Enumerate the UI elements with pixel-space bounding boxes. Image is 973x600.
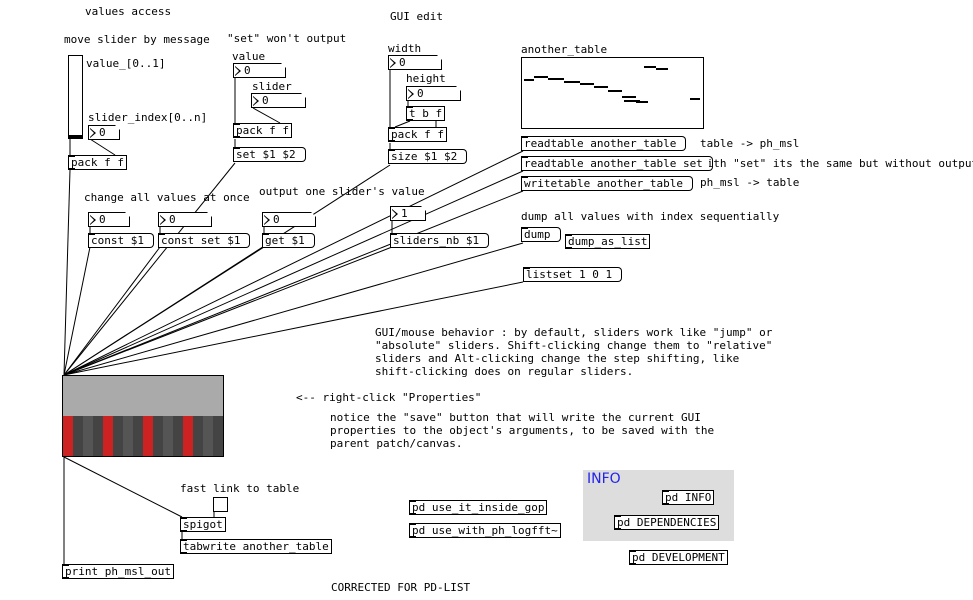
number-sliders-nb[interactable]: 1 — [390, 206, 426, 221]
comment-change-all: change all values at once — [84, 191, 250, 204]
message-readtable-set[interactable]: readtable another_table set — [521, 156, 713, 171]
multislider-bar[interactable] — [203, 416, 213, 456]
comment-values-access: values access — [85, 5, 172, 18]
number-width[interactable]: 0 — [388, 55, 442, 70]
comment-notice-3: parent patch/canvas. — [330, 437, 463, 450]
comment-table-to-msl: table -> ph_msl — [700, 137, 800, 150]
multislider-bar[interactable] — [83, 416, 93, 456]
object-t-b-f[interactable]: t b f — [406, 106, 446, 121]
message-listset[interactable]: listset 1 0 1 — [523, 267, 623, 282]
message-dump[interactable]: dump — [521, 227, 560, 242]
object-spigot[interactable]: spigot — [180, 517, 226, 532]
number-const[interactable]: 0 — [88, 212, 130, 227]
comment-slider-index: slider_index[0..n] — [88, 111, 208, 124]
slider-knob[interactable] — [69, 135, 82, 138]
comment-gui-mouse-1: GUI/mouse behavior : by default, sliders… — [375, 326, 773, 339]
multislider-bar[interactable] — [123, 416, 133, 456]
multislider-bar[interactable] — [193, 416, 203, 456]
number-slider-index[interactable]: 0 — [88, 125, 120, 140]
message-get[interactable]: get $1 — [262, 233, 315, 248]
multislider-bar[interactable] — [93, 416, 103, 456]
comment-width: width — [388, 42, 422, 55]
multislider-bar[interactable] — [143, 416, 153, 456]
number-slider[interactable]: 0 — [251, 93, 306, 108]
message-writetable[interactable]: writetable another_table — [521, 176, 693, 191]
info-title: INFO — [587, 471, 621, 487]
object-pd-dependencies[interactable]: pd DEPENDENCIES — [614, 515, 720, 530]
comment-msl-to-table: ph_msl -> table — [700, 176, 800, 189]
comment-another-table: another_table — [521, 43, 608, 56]
message-readtable[interactable]: readtable another_table — [521, 136, 687, 151]
multislider-bar[interactable] — [63, 416, 73, 456]
comment-gui-mouse-3: sliders and Alt-clicking change the step… — [375, 352, 740, 365]
multislider-bar[interactable] — [133, 416, 143, 456]
comment-move-slider: move slider by message — [64, 33, 210, 46]
multislider-bar[interactable] — [213, 416, 223, 456]
array-plot — [524, 66, 700, 103]
number-const-set[interactable]: 0 — [158, 212, 212, 227]
multislider-bar[interactable] — [183, 416, 193, 456]
comment-output-one: output one slider's value — [259, 185, 425, 198]
comment-height: height — [406, 72, 446, 85]
message-set[interactable]: set $1 $2 — [233, 147, 306, 162]
comment-value: value — [232, 50, 266, 63]
comment-dump-all: dump all values with index sequentially — [521, 210, 780, 223]
message-const[interactable]: const $1 — [88, 233, 154, 248]
object-dump-as-list[interactable]: dump_as_list — [565, 234, 651, 249]
comment-set-wont-output: "set" won't output — [227, 32, 347, 45]
message-sliders-nb[interactable]: sliders_nb $1 — [390, 233, 490, 248]
comment-gui-edit: GUI edit — [390, 10, 443, 23]
comment-corrected: CORRECTED FOR PD-LIST — [331, 581, 471, 594]
object-pd-use-it-inside-gop[interactable]: pd use_it_inside_gop — [409, 500, 548, 515]
comment-gui-mouse-2: "absolute" sliders. Shift-clicking chang… — [375, 339, 773, 352]
multislider-bar[interactable] — [73, 416, 83, 456]
multislider-bar[interactable] — [173, 416, 183, 456]
toggle-fast-link[interactable] — [213, 497, 228, 512]
object-pd-info[interactable]: pd INFO — [662, 490, 715, 505]
object-pack-ff-3[interactable]: pack f f — [388, 127, 447, 142]
multislider-bar[interactable] — [153, 416, 163, 456]
object-pack-ff-1[interactable]: pack f f — [68, 155, 127, 170]
comment-slider: slider — [252, 80, 292, 93]
object-pd-use-with-logfft[interactable]: pd use_with_ph_logfft~ — [409, 523, 561, 538]
comment-notice-1: notice the "save" button that will write… — [330, 411, 701, 424]
object-tabwrite[interactable]: tabwrite another_table — [180, 539, 332, 554]
number-value[interactable]: 0 — [233, 63, 286, 78]
multislider-bar[interactable] — [113, 416, 123, 456]
comment-value-range: value_[0..1] — [86, 57, 166, 70]
vertical-slider[interactable] — [68, 55, 83, 139]
multislider-bar[interactable] — [103, 416, 113, 456]
number-get[interactable]: 0 — [262, 212, 316, 227]
number-height[interactable]: 0 — [406, 86, 461, 101]
comment-right-click: <-- right-click "Properties" — [296, 391, 482, 404]
array-another-table[interactable] — [521, 57, 704, 129]
object-pack-ff-2[interactable]: pack f f — [233, 123, 292, 138]
object-pd-development[interactable]: pd DEVELOPMENT — [629, 550, 728, 565]
comment-with-set: with "set" its the same but without outp… — [700, 157, 973, 170]
multislider-bar[interactable] — [163, 416, 173, 456]
message-const-set[interactable]: const set $1 — [158, 233, 251, 248]
multislider[interactable] — [62, 375, 224, 457]
comment-gui-mouse-4: shift-clicking does on regular sliders. — [375, 365, 634, 378]
comment-notice-2: properties to the object's arguments, to… — [330, 424, 715, 437]
object-print[interactable]: print ph_msl_out — [62, 564, 174, 579]
comment-fast-link: fast link to table — [180, 482, 300, 495]
message-size[interactable]: size $1 $2 — [388, 149, 468, 164]
